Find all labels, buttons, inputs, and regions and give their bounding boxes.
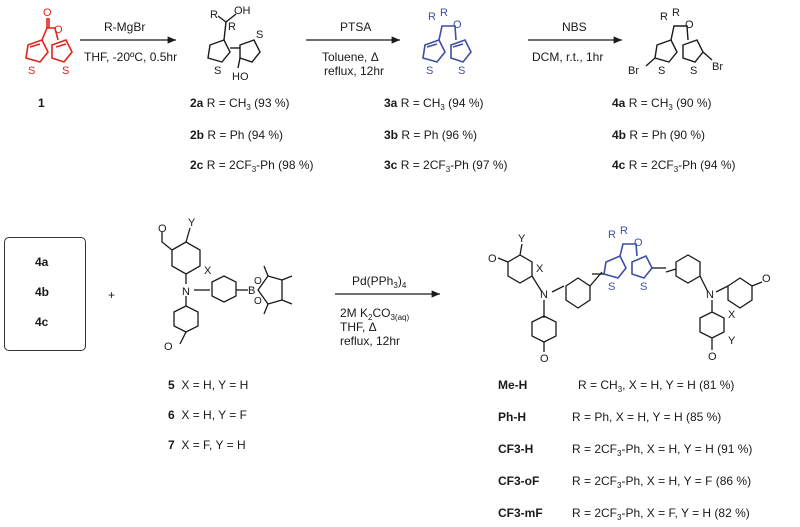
compound-4a-row: 4a R = CH3 (90 %) <box>612 96 712 112</box>
product-methoxy-right-O: O <box>762 273 771 285</box>
compound-4-S-left: S <box>658 65 665 77</box>
step3-conditions: DCM, r.t., 1hr <box>532 50 604 64</box>
boronate-structure <box>161 227 293 345</box>
compound-3-S-right: S <box>458 65 465 77</box>
compound-1-S-left: S <box>28 65 35 77</box>
product-cf3mf-desc: R = 2CF3-Ph, X = F, Y = H (82 %) <box>572 506 750 522</box>
product-core-structure <box>603 243 653 279</box>
compound-2b-row: 2b R = Ph (94 %) <box>190 128 284 142</box>
compound-3b-row: 3b R = Ph (96 %) <box>384 128 478 142</box>
plus-sign: + <box>108 288 116 302</box>
step2-reagent: PTSA <box>340 20 372 34</box>
compound-7-row: 7 X = F, Y = H <box>168 438 246 452</box>
step4-solvent: THF, Δ <box>340 320 377 334</box>
compound-3-structure <box>422 25 472 63</box>
step4-time: reflux, 12hr <box>340 334 401 348</box>
step1-conditions: THF, -20ºC, 0.5hr <box>84 50 178 64</box>
compound-2-S-right: S <box>256 29 263 41</box>
compound-3-S-left: S <box>426 65 433 77</box>
box-item-4c: 4c <box>35 315 49 329</box>
compound-1-structure <box>25 18 73 63</box>
step1-reagent: R-MgBr <box>104 20 146 34</box>
step2-conditions-line1: Toluene, Δ <box>322 50 379 64</box>
boronate-methoxy-top-O: O <box>158 223 167 235</box>
product-cf3h-desc: R = 2CF3-Ph, X = H, Y = H (91 %) <box>572 442 753 458</box>
product-cf3of-label: CF3-oF <box>498 474 540 488</box>
product-phh-desc: R = Ph, X = H, Y = H (85 %) <box>572 410 722 424</box>
boronate-methoxy-bottom-O: O <box>164 341 173 353</box>
step4-catalyst: Pd(PPh3)4 <box>352 274 407 290</box>
boronate-B: B <box>248 285 255 297</box>
compound-4-Br-left: Br <box>628 65 639 77</box>
compound-6-row: 6 X = H, Y = F <box>168 408 247 422</box>
product-cf3h-label: CF3-H <box>498 442 534 456</box>
step3-reagent: NBS <box>562 20 587 34</box>
boronate-O2: O <box>254 296 262 307</box>
compound-4-R2: R <box>672 7 680 19</box>
compound-4-ring-O: O <box>685 19 694 31</box>
compound-1-carbonyl-O: O <box>43 7 52 19</box>
compound-3-R2: R <box>440 7 448 19</box>
compound-2c-row: 2c R = 2CF3-Ph (98 %) <box>190 158 314 174</box>
product-X-right: X <box>728 309 736 321</box>
compound-3-R1: R <box>428 11 436 23</box>
product-N-left: N <box>540 289 548 301</box>
dibromide-box <box>4 237 86 351</box>
step4-base: 2M K2CO3(aq) <box>340 306 410 322</box>
product-X-left: X <box>536 263 544 275</box>
product-mei-label: Me-H <box>498 378 528 392</box>
product-R2: R <box>620 225 628 237</box>
product-cf3of-desc: R = 2CF3-Ph, X = H, Y = F (86 %) <box>572 474 752 490</box>
product-methoxy-left-O: O <box>488 253 497 265</box>
product-cf3mf-label: CF3-mF <box>498 506 543 520</box>
compound-2-structure <box>207 13 261 69</box>
product-S-left: S <box>608 281 615 293</box>
compound-3a-row: 3a R = CH3 (94 %) <box>384 96 484 112</box>
product-methoxy-bottom-O: O <box>540 353 549 365</box>
compound-3c-row: 3c R = 2CF3-Ph (97 %) <box>384 158 508 174</box>
compound-2-R2: R <box>228 21 236 33</box>
compound-2-HO: HO <box>232 71 249 83</box>
product-S-right: S <box>640 281 647 293</box>
compound-1-S-right: S <box>62 65 69 77</box>
product-mei-desc: R = CH3, X = H, Y = H (81 %) <box>578 378 735 394</box>
compound-4-S-right: S <box>690 65 697 77</box>
compound-4b-row: 4b R = Ph (90 %) <box>612 128 706 142</box>
product-methoxy-lower-right-O: O <box>708 351 717 363</box>
product-N-right: N <box>706 289 714 301</box>
compound-2a-row: 2a R = CH3 (93 %) <box>190 96 290 112</box>
compound-1-ring-O: O <box>54 24 63 36</box>
product-Y-left: Y <box>518 233 526 245</box>
compound-5-row: 5 X = H, Y = H <box>168 378 249 392</box>
step2-conditions-line2: reflux, 12hr <box>324 64 385 78</box>
box-item-4b: 4b <box>35 285 50 299</box>
compound-3-ring-O: O <box>453 19 462 31</box>
compound-4-R1: R <box>660 11 668 23</box>
compound-2-R1: R <box>210 9 218 21</box>
product-core-O: O <box>634 237 643 249</box>
boronate-X: X <box>204 265 212 277</box>
boronate-N: N <box>182 286 190 298</box>
product-structure <box>497 243 763 352</box>
product-Y-right: Y <box>728 335 736 347</box>
compound-2-S-left: S <box>214 65 221 77</box>
compound-4c-row: 4c R = 2CF3-Ph (94 %) <box>612 158 736 174</box>
compound-4-Br-right: Br <box>712 61 723 73</box>
box-item-4a: 4a <box>35 255 49 269</box>
product-phh-label: Ph-H <box>498 410 526 424</box>
boronate-Y: Y <box>188 217 196 229</box>
product-R1: R <box>608 229 616 241</box>
compound-4-structure <box>645 25 713 67</box>
compound-1-label: 1 <box>38 96 45 110</box>
boronate-O1: O <box>254 276 262 287</box>
compound-2-OH: OH <box>234 5 251 17</box>
